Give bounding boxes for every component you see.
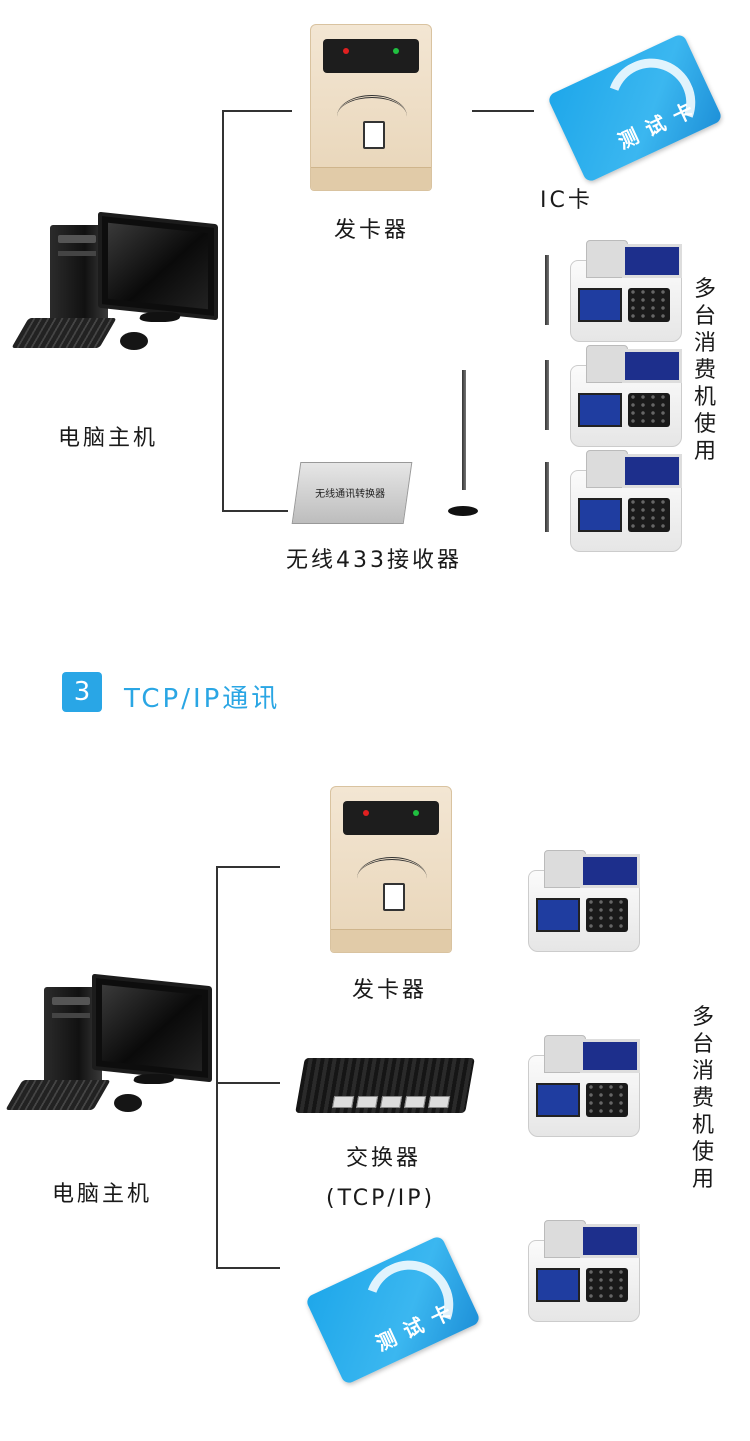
ic-card-label: IC卡 (540, 188, 593, 213)
switch-sublabel: (TCP/IP) (326, 1186, 436, 1211)
connector-line (222, 510, 288, 512)
network-switch-icon (295, 1058, 475, 1113)
connector-line (216, 866, 280, 868)
pos-terminal-icon (570, 240, 682, 342)
connector-line (222, 110, 292, 112)
pos-terminal-icon (570, 345, 682, 447)
switch-label: 交换器 (346, 1146, 422, 1171)
antenna-icon (545, 255, 549, 325)
connector-line (216, 1267, 280, 1269)
card-reader-icon (330, 786, 452, 953)
pos-terminal-icon (570, 450, 682, 552)
computer-host-label: 电脑主机 (58, 426, 159, 451)
antenna-icon (545, 360, 549, 430)
converter-box-text: 无线通讯转换器 (315, 489, 386, 500)
connector-line (216, 866, 218, 1268)
computer-host-icon (5, 972, 214, 1142)
terminals-label: 多台消费机使用 (693, 277, 716, 464)
antenna-icon (462, 370, 466, 490)
card-reader-label: 发卡器 (352, 978, 428, 1003)
pos-terminal-icon (528, 1220, 640, 1322)
section-title: TCP/IP通讯 (124, 684, 281, 714)
pos-terminal-icon (528, 850, 640, 952)
terminals-label: 多台消费机使用 (691, 1005, 714, 1192)
receiver-label: 无线433接收器 (286, 548, 462, 573)
antenna-icon (545, 462, 549, 532)
wireless-converter-icon: 无线通讯转换器 (291, 462, 413, 524)
connector-line (222, 110, 224, 512)
section-number-badge: 3 (62, 672, 102, 712)
computer-host-label: 电脑主机 (52, 1182, 153, 1207)
antenna-base (448, 506, 478, 516)
connector-line (472, 110, 534, 112)
ic-card-icon: 测试卡 (304, 1234, 482, 1386)
ic-card-icon: 测试卡 (546, 32, 724, 184)
card-reader-icon (310, 24, 432, 191)
computer-host-icon (11, 210, 220, 380)
connector-line (216, 1082, 280, 1084)
pos-terminal-icon (528, 1035, 640, 1137)
card-reader-label: 发卡器 (334, 218, 410, 243)
